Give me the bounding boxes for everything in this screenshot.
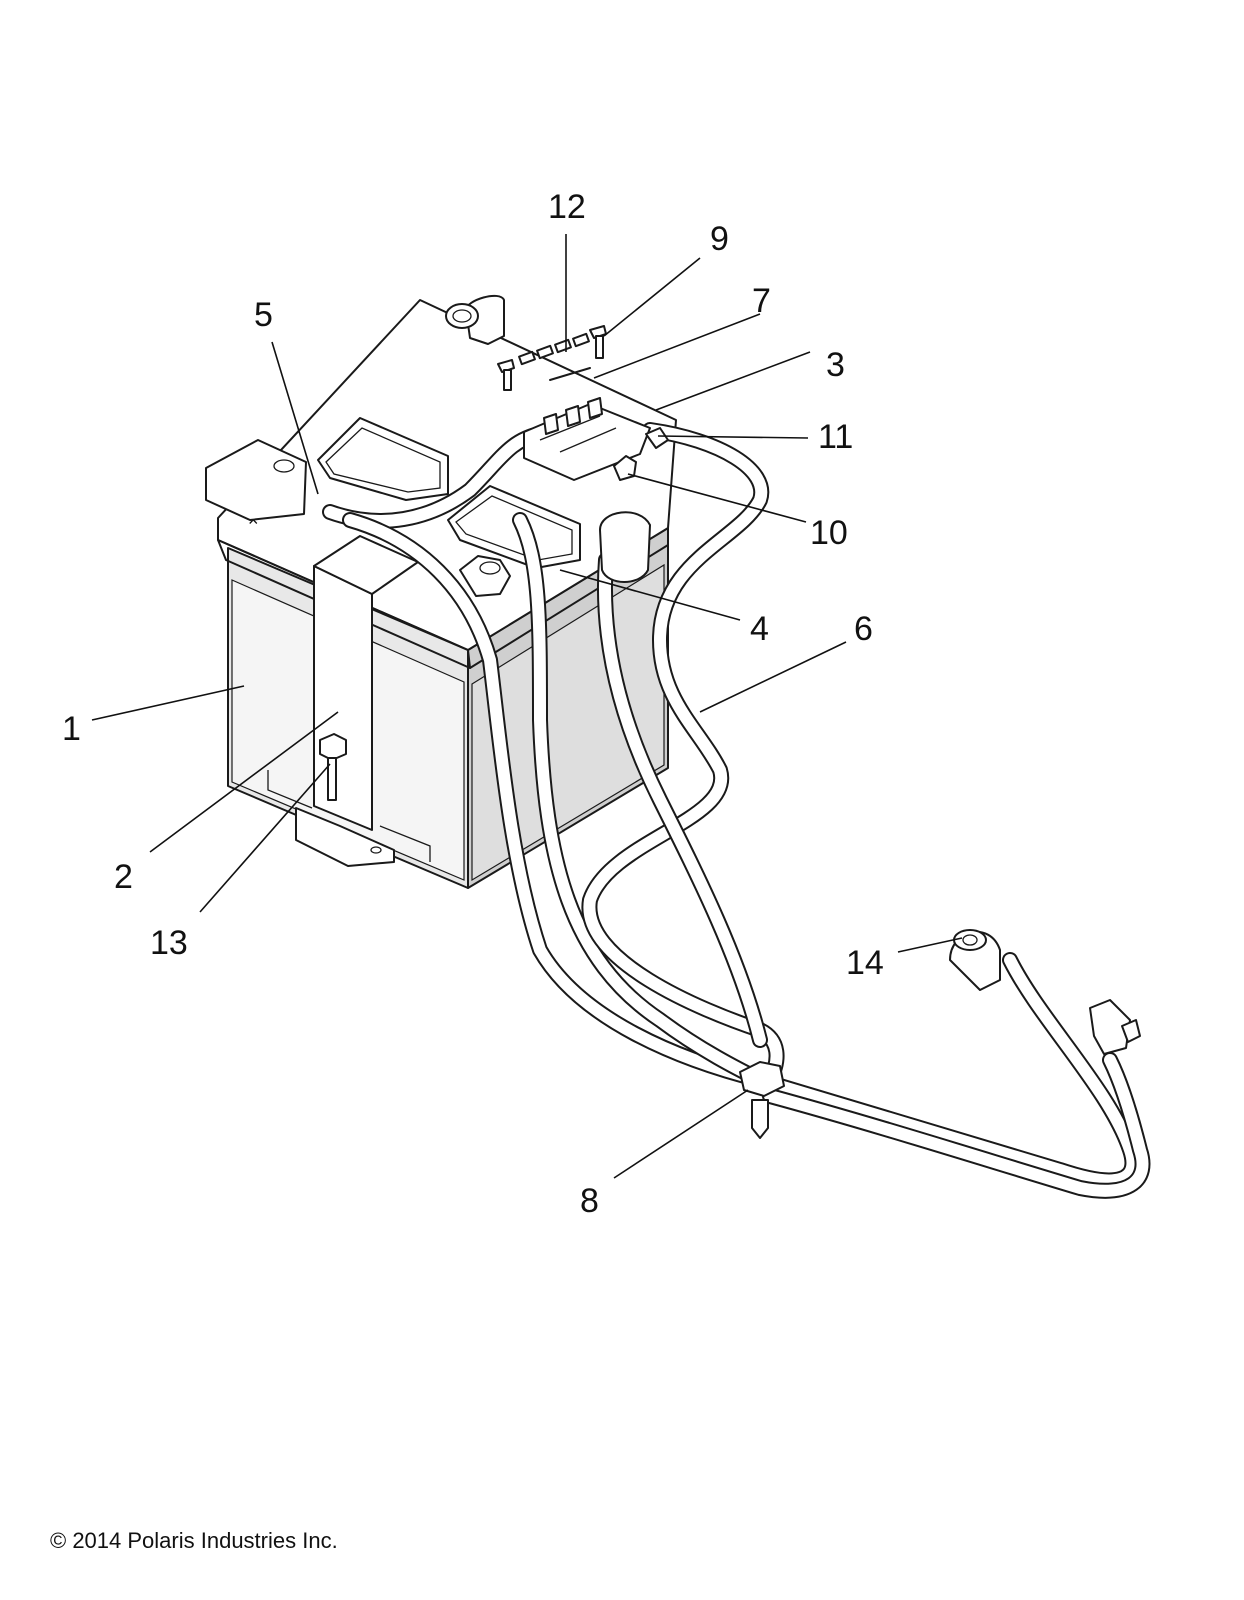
cables [322, 422, 1151, 1199]
callout-10: 10 [810, 514, 848, 552]
end-connector [1089, 999, 1141, 1055]
negative-terminal [459, 555, 511, 597]
callout-6: 6 [854, 610, 873, 648]
callout-9: 9 [710, 220, 729, 258]
callout-3: 3 [826, 346, 845, 384]
callout-7: 7 [752, 282, 771, 320]
copyright-notice: © 2014 Polaris Industries Inc. [50, 1528, 338, 1553]
strap-bolt [319, 733, 347, 801]
callout-12: 12 [548, 188, 586, 226]
callout-13: 13 [150, 924, 188, 962]
leader-lines [91, 234, 963, 1179]
callout-5: 5 [254, 296, 273, 334]
callout-2: 2 [114, 858, 133, 896]
fuses [518, 332, 590, 366]
cable-clamp [739, 1061, 785, 1139]
terminal-cover-left [205, 439, 307, 521]
callout-4: 4 [750, 610, 769, 648]
terminal-boot-right [599, 511, 651, 583]
callout-14: 14 [846, 944, 884, 982]
callout-8: 8 [580, 1182, 599, 1220]
fuse-cap [445, 294, 505, 345]
fuse-label-strip [549, 367, 591, 381]
callout-1: 1 [62, 710, 81, 748]
callout-11: 11 [818, 418, 854, 456]
ring-terminal [949, 929, 1001, 991]
